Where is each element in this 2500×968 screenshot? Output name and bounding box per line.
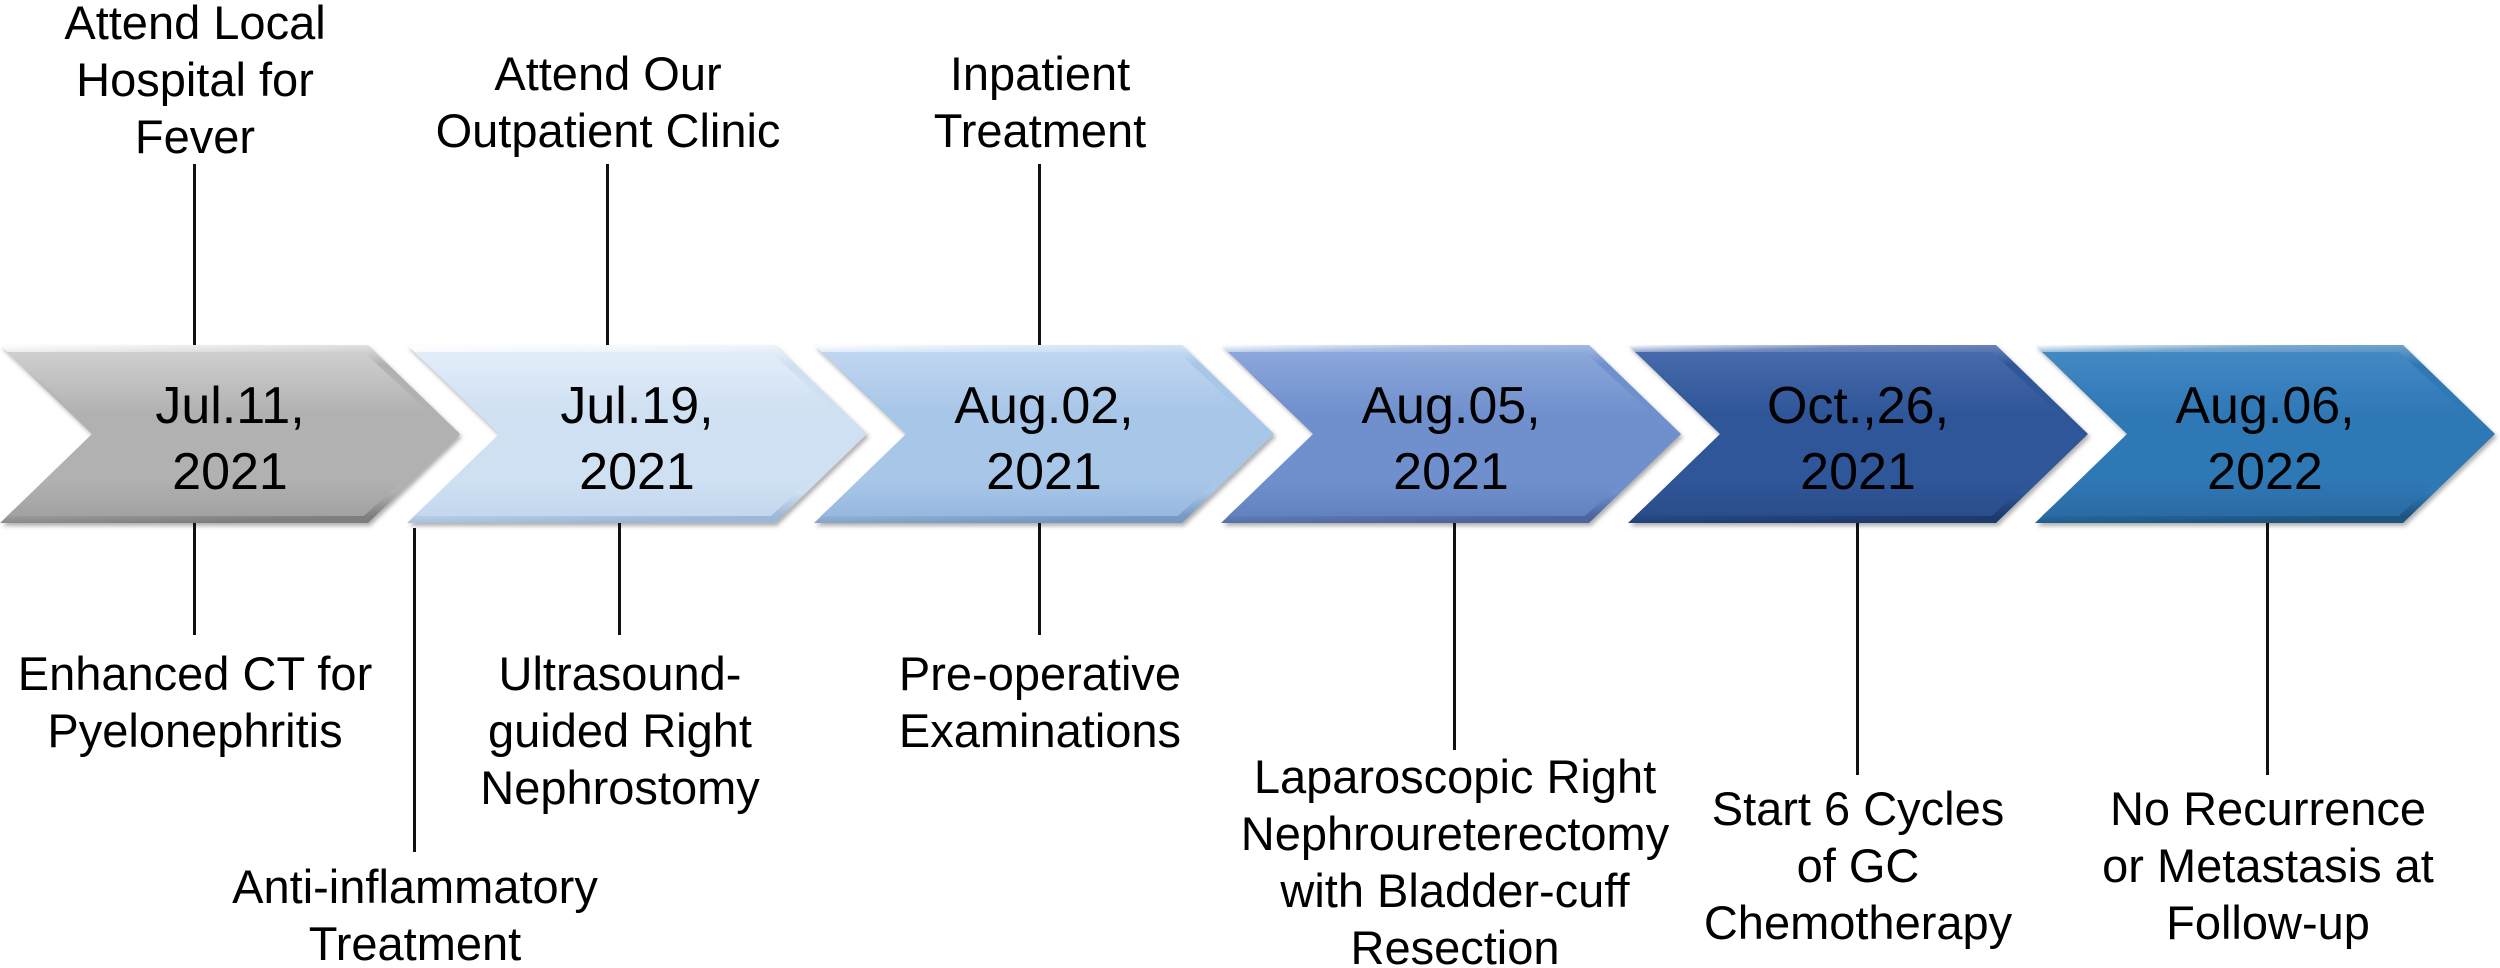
date-line2: 2021 (172, 443, 288, 501)
connector-line (193, 164, 196, 345)
event-label-preoperative-examinations: Pre-operative Examinations (898, 647, 1182, 757)
connector-line (618, 523, 621, 635)
date-line2: 2021 (986, 443, 1102, 501)
connector-line (413, 528, 416, 852)
event-label-attend-local-hospital: Attend Local Hospital for Fever (64, 0, 326, 163)
date-line1: Aug.02, (954, 377, 1134, 435)
event-label-inpatient-treatment: Inpatient Treatment (933, 47, 1147, 157)
event-label-anti-inflammatory: Anti-inflammatory Treatment (232, 860, 598, 968)
date-line1: Jul.11, (155, 377, 305, 435)
date-line1: Oct.,26, (1766, 377, 1950, 435)
event-label-attend-outpatient-clinic: Attend Our Outpatient Clinic (435, 47, 781, 157)
date-line1: Aug.06, (2175, 377, 2355, 435)
milestone-date: Oct.,26, 2021 (1628, 345, 2088, 523)
milestone-date: Aug.06, 2022 (2035, 345, 2495, 523)
timeline-chevron-jul-11-2021: Jul.11, 2021 (0, 345, 460, 523)
connector-line (1856, 523, 1859, 775)
date-line2: 2021 (1800, 443, 1916, 501)
connector-line (2266, 523, 2269, 775)
connector-line (1038, 523, 1041, 635)
timeline-chevron-oct-26-2021: Oct.,26, 2021 (1628, 345, 2088, 523)
date-line1: Jul.19, (560, 377, 714, 435)
milestone-date: Jul.11, 2021 (0, 345, 460, 523)
date-line2: 2022 (2207, 443, 2323, 501)
milestone-date: Aug.02, 2021 (814, 345, 1274, 523)
event-label-ultrasound-nephrostomy: Ultrasound- guided Right Nephrostomy (480, 647, 760, 814)
timeline-chevron-aug-06-2022: Aug.06, 2022 (2035, 345, 2495, 523)
date-line2: 2021 (579, 443, 695, 501)
event-label-enhanced-ct: Enhanced CT for Pyelonephritis (17, 647, 373, 757)
connector-line (193, 523, 196, 635)
connector-line (1453, 523, 1456, 750)
milestone-date: Aug.05, 2021 (1221, 345, 1681, 523)
timeline-chevron-jul-19-2021: Jul.19, 2021 (407, 345, 867, 523)
date-line1: Aug.05, (1361, 377, 1541, 435)
milestone-date: Jul.19, 2021 (407, 345, 867, 523)
timeline-chevron-aug-05-2021: Aug.05, 2021 (1221, 345, 1681, 523)
date-line2: 2021 (1393, 443, 1509, 501)
connector-line (1038, 164, 1041, 345)
connector-line (606, 164, 609, 345)
timeline-chevron-aug-02-2021: Aug.02, 2021 (814, 345, 1274, 523)
event-label-no-recurrence: No Recurrence or Metastasis at Follow-up (2102, 782, 2434, 949)
event-label-laparoscopic-nephroureterectomy: Laparoscopic Right Nephroureterectomy wi… (1240, 750, 1670, 968)
event-label-gc-chemotherapy: Start 6 Cycles of GC Chemotherapy (1703, 782, 2013, 949)
